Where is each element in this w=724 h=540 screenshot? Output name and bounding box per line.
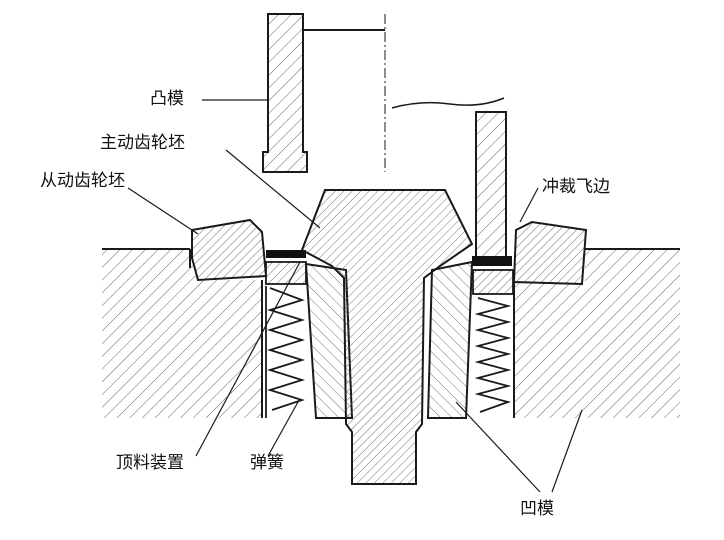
label-spring: 弹簧: [250, 453, 284, 473]
label-punch: 凸模: [150, 89, 184, 109]
label-driven-gear-blank: 从动齿轮坯: [40, 171, 125, 191]
driven-gear-blank-left: [191, 218, 268, 282]
right-punch-column: [391, 97, 507, 263]
spring-left: [265, 286, 306, 418]
label-die: 凹模: [520, 499, 554, 519]
punch: [262, 13, 386, 173]
label-driving-gear-blank: 主动齿轮坯: [100, 133, 185, 153]
inner-die-sleeves: [304, 260, 474, 419]
leader-lines: [127, 99, 583, 493]
driving-gear-blank: [300, 189, 474, 485]
driven-gear-blank-right: [512, 220, 588, 286]
die-left: [102, 248, 263, 418]
label-ejector: 顶料装置: [116, 453, 184, 473]
spring-right: [474, 297, 512, 413]
die-right: [513, 248, 680, 418]
ejector-blocks: [265, 261, 514, 295]
flash-strips: [266, 250, 512, 266]
label-punch-flash: 冲裁飞边: [542, 177, 610, 197]
